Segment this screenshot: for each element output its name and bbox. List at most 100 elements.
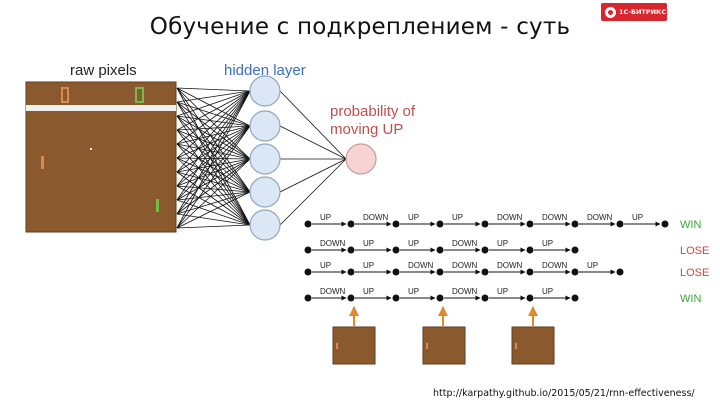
pong-frame xyxy=(25,81,177,233)
state-node xyxy=(571,220,579,228)
connection-line xyxy=(176,90,251,201)
connection-line xyxy=(176,87,251,127)
connection-line xyxy=(279,125,347,160)
action-label: DOWN xyxy=(542,213,568,222)
state-node xyxy=(526,268,534,276)
action-label: DOWN xyxy=(320,287,346,296)
hidden-neuron xyxy=(249,209,281,241)
connection-line xyxy=(176,90,251,117)
connection-line xyxy=(176,90,251,173)
state-node xyxy=(526,220,534,228)
state-node xyxy=(526,246,534,254)
state-node xyxy=(392,294,400,302)
action-label: DOWN xyxy=(497,213,523,222)
rollout-sequences: UP DOWN UP UP DOWN DOWN DOWN UP WIN DOWN UP UP DOWN U… xyxy=(304,213,709,305)
pong-paddle-right xyxy=(156,199,159,212)
connection-line xyxy=(176,199,251,226)
frame-thumbnail xyxy=(422,326,466,365)
pong-score-left xyxy=(61,87,69,103)
state-node xyxy=(436,220,444,228)
frame-thumbnail xyxy=(332,326,376,365)
action-label: DOWN xyxy=(452,287,478,296)
state-node xyxy=(304,220,312,228)
outcome-label: WIN xyxy=(680,293,701,305)
connection-line xyxy=(176,125,251,159)
action-label: UP xyxy=(363,239,374,248)
connection-line xyxy=(176,90,251,215)
slide-title: Обучение с подкреплением - суть xyxy=(149,14,571,40)
connection-line xyxy=(176,157,251,193)
hidden-neurons xyxy=(249,75,281,241)
connection-line xyxy=(279,90,347,160)
output-neuron xyxy=(345,143,377,175)
state-node xyxy=(481,220,489,228)
connection-line xyxy=(176,125,251,145)
action-label: DOWN xyxy=(408,261,434,270)
output-label-line2: moving UP xyxy=(330,121,403,138)
state-node xyxy=(436,294,444,302)
state-node xyxy=(571,294,579,302)
action-label: UP xyxy=(363,287,374,296)
connection-line xyxy=(176,87,251,193)
connection-line xyxy=(176,125,251,187)
action-label: UP xyxy=(320,261,331,270)
hidden-neuron xyxy=(249,143,281,175)
connection-line xyxy=(176,224,251,229)
state-node xyxy=(304,268,312,276)
outcome-label: LOSE xyxy=(680,267,709,279)
connection-line xyxy=(176,115,251,127)
pong-board xyxy=(25,81,177,233)
action-label: DOWN xyxy=(363,213,389,222)
action-label: UP xyxy=(408,287,419,296)
connection-line xyxy=(176,171,251,226)
outcome-label: LOSE xyxy=(680,245,709,257)
state-node xyxy=(481,268,489,276)
raw-pixels-label: raw pixels xyxy=(70,62,137,79)
connection-line xyxy=(176,213,251,226)
connection-line xyxy=(176,125,251,229)
state-node xyxy=(526,294,534,302)
action-label: DOWN xyxy=(452,239,478,248)
bitrix-logo: 1С-БИТРИКС xyxy=(601,3,667,21)
connection-line xyxy=(176,87,251,92)
connection-line xyxy=(176,90,251,145)
state-node xyxy=(304,294,312,302)
state-node xyxy=(571,268,579,276)
pong-score-right xyxy=(135,87,144,103)
state-node xyxy=(392,268,400,276)
state-node xyxy=(616,268,624,276)
action-label: UP xyxy=(320,213,331,222)
action-label: UP xyxy=(363,261,374,270)
action-label: UP xyxy=(408,239,419,248)
connection-line xyxy=(176,157,251,226)
output-label-line1: probability of xyxy=(330,103,416,120)
connection-line xyxy=(176,115,251,193)
pong-top-bar xyxy=(26,105,176,111)
state-node xyxy=(436,246,444,254)
action-label: UP xyxy=(497,287,508,296)
connection-line xyxy=(176,125,251,131)
state-node xyxy=(481,294,489,302)
connection-line xyxy=(176,90,251,159)
hidden-layer-label: hidden layer xyxy=(224,62,306,79)
source-url: http://karpathy.github.io/2015/05/21/rnn… xyxy=(433,388,695,399)
action-label: DOWN xyxy=(497,261,523,270)
sampled-frames xyxy=(332,306,555,365)
state-node xyxy=(571,246,579,254)
state-node xyxy=(436,268,444,276)
connection-line xyxy=(176,191,251,229)
connection-line xyxy=(176,185,251,193)
hidden-neuron xyxy=(249,75,281,107)
state-node xyxy=(616,220,624,228)
connection-line xyxy=(176,191,251,201)
bitrix-logo-text: 1С-БИТРИКС xyxy=(619,8,667,16)
connection-line xyxy=(176,143,251,193)
frame-paddle xyxy=(336,343,338,349)
bitrix-logo-icon xyxy=(605,6,616,18)
state-node xyxy=(347,294,355,302)
action-label: DOWN xyxy=(452,261,478,270)
state-node xyxy=(392,246,400,254)
state-node xyxy=(481,246,489,254)
connection-line xyxy=(176,185,251,226)
